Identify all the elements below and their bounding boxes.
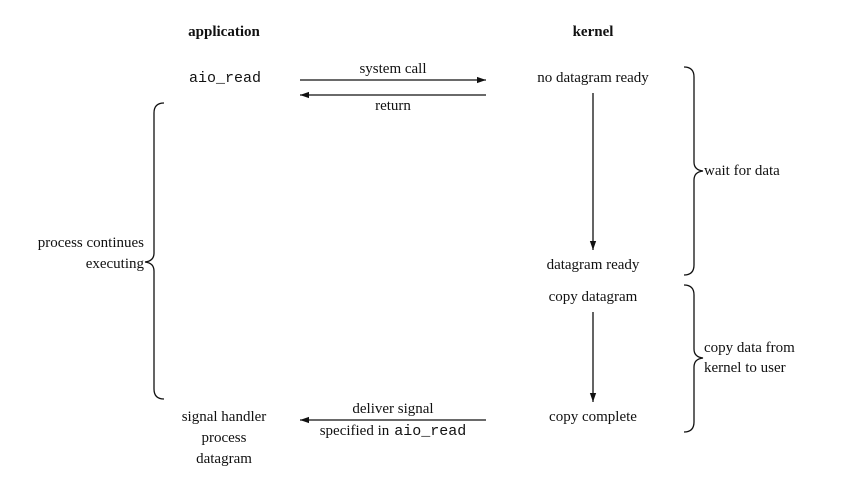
kernel-column-header: kernel <box>573 24 614 40</box>
process-continues-label-line2: executing <box>86 256 145 272</box>
signal-handler-label-line2: process <box>202 430 247 446</box>
copy-complete-state: copy complete <box>549 409 637 425</box>
copy-data-label-line1: copy data from <box>704 340 795 356</box>
process-continues-label-line1: process continues <box>38 235 144 251</box>
no-datagram-ready-state: no datagram ready <box>537 70 649 86</box>
signal-handler-label-line1: signal handler <box>182 409 267 425</box>
copy-datagram-state: copy datagram <box>549 289 638 305</box>
application-column-header: application <box>188 24 260 40</box>
copy-data-label-line2: kernel to user <box>704 360 786 376</box>
datagram-ready-state: datagram ready <box>547 257 640 273</box>
return-label: return <box>375 98 411 114</box>
process-continues-brace <box>144 102 165 400</box>
wait-for-data-label: wait for data <box>704 163 780 179</box>
system-call-label: system call <box>359 61 426 77</box>
copy-data-brace <box>683 284 704 433</box>
signal-handler-label-line3: datagram <box>196 451 252 467</box>
specified-in-code: aio_read <box>394 423 466 440</box>
wait-for-data-brace <box>683 66 704 276</box>
deliver-signal-label: deliver signal <box>352 401 433 417</box>
aio-read-call-label: aio_read <box>189 70 261 87</box>
specified-in-text: specified in <box>320 423 390 439</box>
